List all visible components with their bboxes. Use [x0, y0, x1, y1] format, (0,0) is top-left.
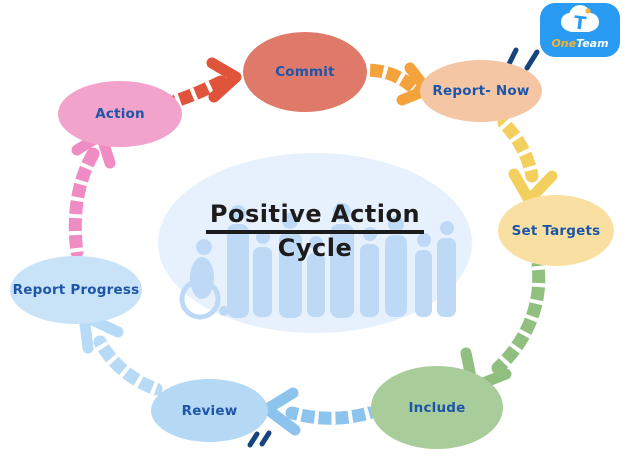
node-include: Include: [371, 366, 503, 449]
node-report-now-label: Report- Now: [432, 83, 530, 99]
logo-monogram: T: [572, 12, 587, 34]
people-silhouettes-graphic: [179, 203, 456, 320]
logo-wordmark-team: Team: [576, 37, 608, 50]
diagram-title-line1: Positive Action: [205, 201, 425, 235]
oneteam-logo-graphic: T OneTeam: [551, 5, 609, 50]
node-commit: Commit: [243, 32, 367, 112]
diagram-title-line2: Cycle: [277, 234, 353, 263]
arrow-review-to-report-progress: [78, 310, 163, 396]
node-report-progress: Report Progress: [10, 256, 142, 324]
arrow-action-to-commit: [169, 57, 242, 108]
node-report-now: Report- Now: [420, 60, 542, 122]
node-commit-label: Commit: [275, 64, 335, 80]
node-set-targets-label: Set Targets: [511, 222, 601, 239]
arrow-report-progress-to-action: [68, 129, 116, 259]
monogram-dot-icon: [585, 8, 591, 14]
arrow-include-to-review: [261, 387, 376, 436]
node-report-progress-label: Report Progress: [12, 282, 140, 298]
logo-wordmark-one: One: [551, 37, 576, 50]
oneteam-logo: T OneTeam: [540, 3, 620, 57]
arrow-report-now-to-set-targets: [497, 116, 558, 206]
node-action-label: Action: [95, 106, 145, 122]
node-review: Review: [151, 379, 268, 442]
arrow-set-targets-to-include: [460, 259, 546, 393]
node-include-label: Include: [408, 399, 466, 416]
wheelchair-wheel-icon: [179, 278, 221, 320]
accent-dashes-bottom-icon: [247, 430, 272, 448]
node-review-label: Review: [181, 402, 238, 419]
node-set-targets: Set Targets: [498, 195, 614, 266]
diagram-title: Positive Action Cycle: [165, 201, 465, 263]
node-action: Action: [58, 81, 182, 147]
logo-wordmark: OneTeam: [551, 37, 608, 50]
arrow-commit-to-report-now: [359, 62, 433, 106]
